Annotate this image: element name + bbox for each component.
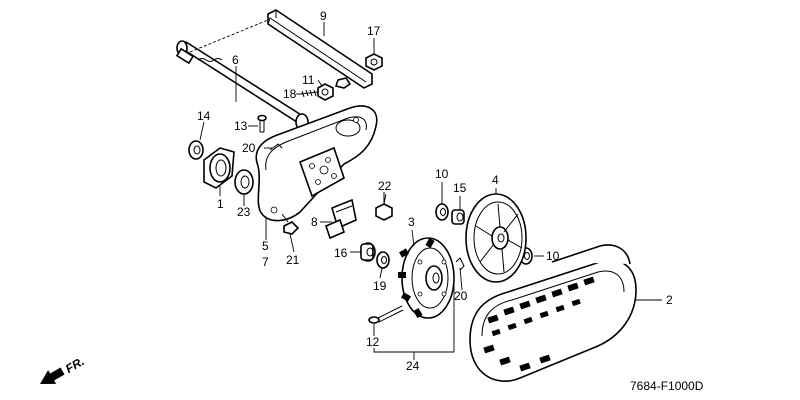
track-lugs: [483, 276, 595, 372]
callout-25: 24: [406, 359, 420, 373]
part-10-washer-upper: [435, 203, 449, 221]
part-24-bearing: [234, 169, 254, 195]
part-2-rubber-track: [469, 244, 637, 382]
part-17-bolt: [299, 89, 319, 98]
callout-6: 6: [232, 53, 239, 67]
callout-labels: 9 17 6 11 18 13 14 20 1 23 5 7 21 8 22 3…: [197, 9, 673, 373]
callout-4: 4: [492, 173, 499, 187]
callout-10-lower: 10: [546, 249, 560, 263]
diagram-code: 7684-F1000D: [630, 379, 704, 393]
part-6-shaft: [175, 19, 309, 131]
callout-18: 17: [367, 24, 381, 38]
part-11-nut: [317, 77, 352, 101]
callout-7: 7: [262, 255, 269, 269]
part-15-washer: [188, 140, 204, 160]
callout-15: 14: [197, 109, 211, 123]
callout-24: 23: [237, 205, 251, 219]
callout-21: 20: [454, 289, 468, 303]
callout-11: 11: [302, 73, 315, 87]
callout-17: 18: [283, 87, 297, 101]
part-4-idler-wheel: [465, 193, 527, 283]
part-20-pin: [269, 143, 283, 151]
callout-19: 19: [373, 279, 387, 293]
callout-5: 5: [262, 239, 269, 253]
part-13-bolt: [257, 114, 267, 133]
part-18-nut: [365, 53, 383, 71]
callout-12: 12: [366, 335, 380, 349]
callout-8: 8: [311, 215, 318, 229]
callout-3: 3: [408, 215, 415, 229]
callout-14: 15: [453, 181, 467, 195]
part-19-washer: [376, 251, 390, 269]
callout-23: 22: [378, 179, 392, 193]
callout-1: 1: [217, 197, 224, 211]
part-8-tensioner: [325, 198, 357, 240]
part-23-bolt: [375, 192, 393, 221]
part-14-collar: [451, 209, 465, 225]
callout-16: 16: [334, 246, 348, 260]
front-direction-label: FR.: [63, 354, 87, 376]
callout-9: 9: [320, 9, 327, 23]
part-3-drive-sprocket: [398, 237, 455, 319]
part-1-bearing-housing: [203, 147, 235, 189]
leader-lines: [199, 22, 662, 360]
callout-2: 2: [666, 293, 673, 307]
part-16-collar: [360, 242, 376, 262]
callout-10-upper: 10: [435, 167, 449, 181]
callout-22: 21: [286, 253, 300, 267]
part-5-chain-case: [255, 105, 378, 222]
callout-13: 13: [234, 119, 248, 133]
callout-20: 20: [242, 141, 256, 155]
part-21-clip: [455, 257, 465, 271]
part-12-bolt: [368, 305, 404, 324]
part-22-bolt: [281, 213, 300, 235]
front-direction-arrow: FR.: [40, 354, 87, 384]
part-9-bracket-bar: [267, 9, 373, 89]
